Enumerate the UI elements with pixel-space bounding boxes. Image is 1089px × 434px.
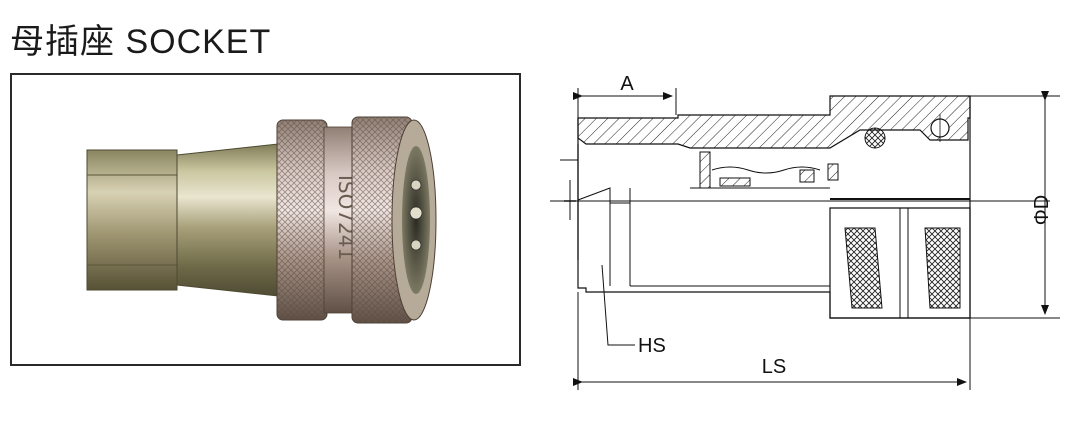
product-photo: ISO7241 <box>10 73 521 366</box>
hex-body <box>86 149 178 291</box>
seal-block-left <box>844 227 883 309</box>
technical-drawing: A ΦD HS LS <box>530 60 1089 429</box>
hs-leader <box>601 264 635 346</box>
dimension-hs-label: HS <box>638 335 666 357</box>
socket-illustration: ISO7241 <box>86 116 437 324</box>
body-hatched-section <box>577 95 971 149</box>
dimension-d-label: ΦD <box>1031 195 1053 225</box>
seal-block-right <box>924 227 961 309</box>
body-sleeve <box>176 142 288 298</box>
page-title: 母插座 SOCKET <box>10 23 272 61</box>
dimension-ls-label: LS <box>762 356 786 378</box>
dimension-a-label: A <box>620 73 634 95</box>
socket-section-view: A ΦD HS LS <box>550 73 1060 390</box>
